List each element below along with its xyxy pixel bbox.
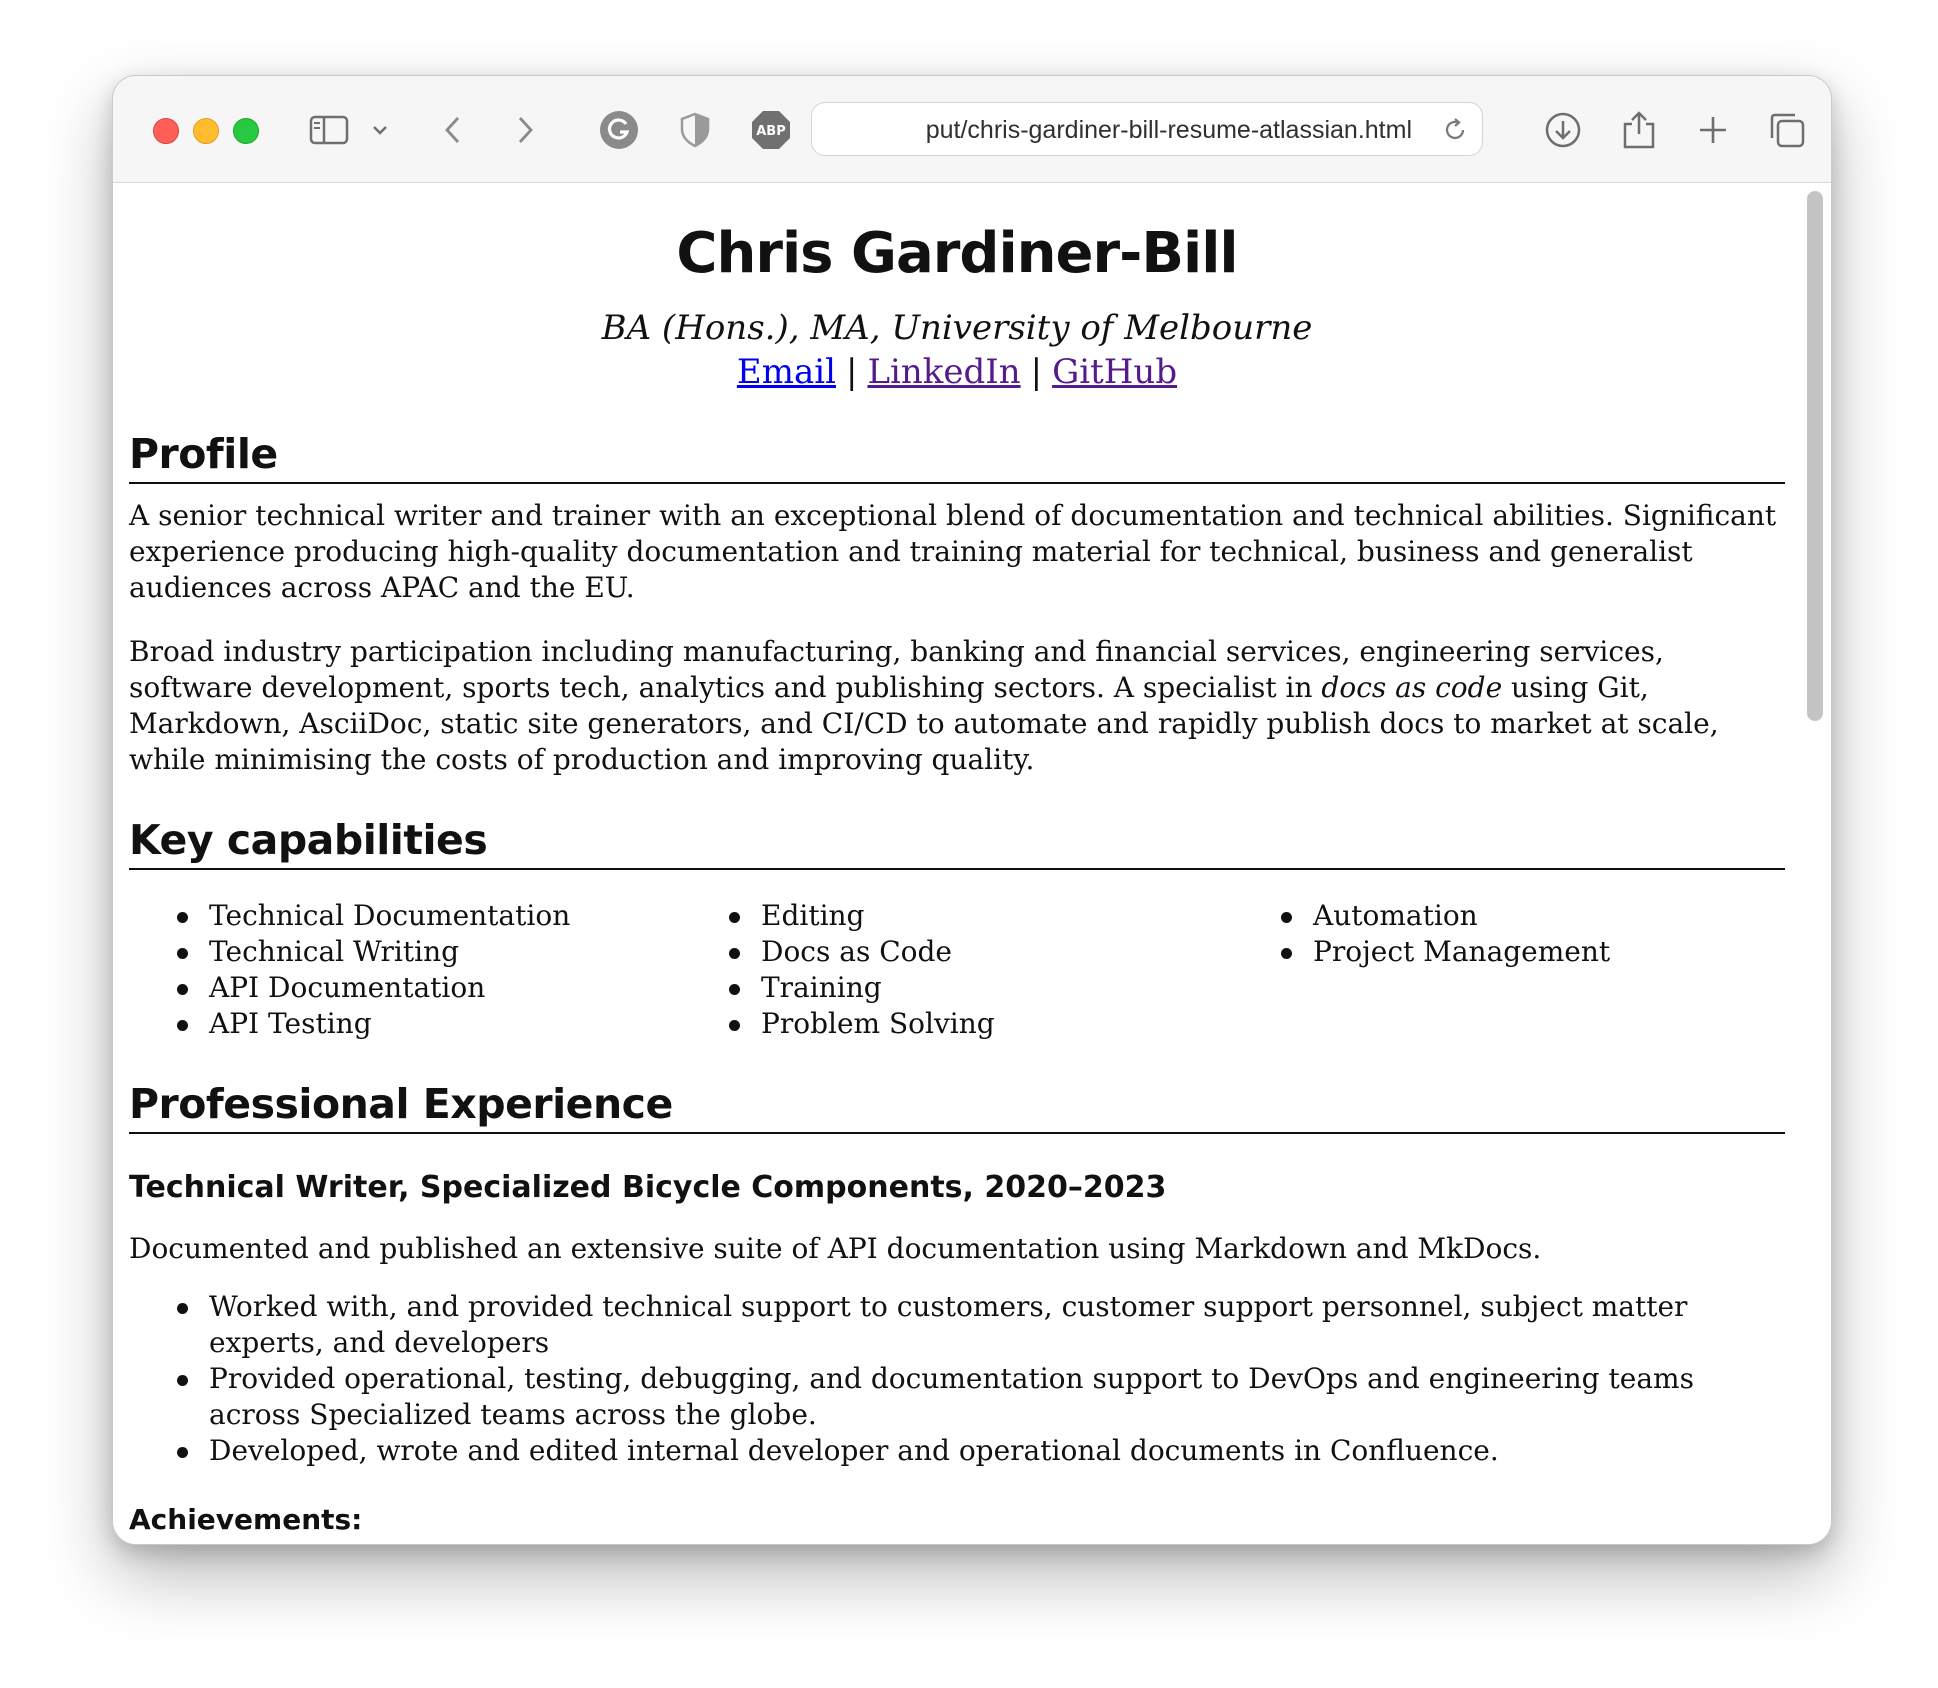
job-title: Technical Writer, Specialized Bicycle Co… (129, 1170, 1167, 1205)
profile-text: using Git, Markdown, AsciiDoc, static si… (129, 671, 1719, 776)
list-item: API Documentation (177, 970, 681, 1006)
link-separator: | (1030, 352, 1043, 392)
list-item: Developed, wrote and edited internal dev… (177, 1433, 1785, 1469)
list-item: Docs as Code (729, 934, 1233, 970)
list-item: Automation (1281, 898, 1785, 934)
job-summary: Documented and published an extensive su… (129, 1232, 1542, 1265)
github-link[interactable]: GitHub (1052, 352, 1178, 392)
grammarly-icon[interactable] (597, 110, 641, 150)
capabilities-column-3: Automation Project Management (1233, 898, 1785, 1042)
list-item: Problem Solving (729, 1006, 1233, 1042)
close-window-button[interactable] (153, 118, 179, 144)
list-item: Technical Writing (177, 934, 681, 970)
link-separator: | (845, 352, 858, 392)
docs-as-code-emphasis: docs as code (1321, 671, 1503, 704)
back-icon[interactable] (431, 110, 475, 150)
url-text: put/chris-gardiner-bill-resume-atlassian… (925, 116, 1412, 144)
email-link[interactable]: Email (736, 352, 836, 392)
profile-paragraph-1: A senior technical writer and trainer wi… (129, 499, 1777, 604)
list-item: Technical Documentation (177, 898, 681, 934)
address-bar[interactable]: put/chris-gardiner-bill-resume-atlassian… (811, 102, 1483, 156)
vertical-scrollbar[interactable] (1807, 191, 1823, 721)
profile-heading: Profile (129, 430, 1785, 484)
achievements-heading: Achievements: (129, 1503, 363, 1536)
experience-heading: Professional Experience (129, 1080, 1785, 1134)
share-icon[interactable] (1617, 110, 1661, 150)
sidebar-icon[interactable] (307, 110, 351, 150)
capabilities-column-1: Technical Documentation Technical Writin… (129, 898, 681, 1042)
page-viewport[interactable]: Chris Gardiner-Bill BA (Hons.), MA, Univ… (113, 183, 1831, 1544)
list-item: Worked with, and provided technical supp… (177, 1289, 1785, 1361)
profile-paragraph-2: Broad industry participation including m… (129, 634, 1785, 778)
download-icon[interactable] (1541, 110, 1585, 150)
new-tab-icon[interactable] (1691, 110, 1735, 150)
minimize-window-button[interactable] (193, 118, 219, 144)
list-item: Project Management (1281, 934, 1785, 970)
zoom-window-button[interactable] (233, 118, 259, 144)
contact-links: Email|LinkedIn|GitHub (129, 352, 1785, 392)
browser-toolbar: ABP put/chris-gardiner-bill-resume-atlas… (113, 76, 1831, 183)
forward-icon[interactable] (503, 110, 547, 150)
list-item: Provided operational, testing, debugging… (177, 1361, 1785, 1433)
capabilities-heading: Key capabilities (129, 816, 1785, 870)
capabilities-list: Technical Documentation Technical Writin… (129, 898, 1785, 1042)
linkedin-link[interactable]: LinkedIn (867, 352, 1021, 392)
capabilities-column-2: Editing Docs as Code Training Problem So… (681, 898, 1233, 1042)
resume-page: Chris Gardiner-Bill BA (Hons.), MA, Univ… (129, 183, 1785, 1536)
list-item: Editing (729, 898, 1233, 934)
list-item: API Testing (177, 1006, 681, 1042)
browser-window: ABP put/chris-gardiner-bill-resume-atlas… (112, 75, 1832, 1545)
chevron-down-icon[interactable] (365, 110, 395, 150)
svg-text:ABP: ABP (756, 124, 786, 139)
tabs-overview-icon[interactable] (1765, 110, 1809, 150)
shield-icon[interactable] (673, 110, 717, 150)
job-responsibilities: Worked with, and provided technical supp… (129, 1289, 1785, 1469)
resume-degree: BA (Hons.), MA, University of Melbourne (601, 308, 1313, 348)
reload-icon[interactable] (1438, 113, 1472, 147)
list-item: Training (729, 970, 1233, 1006)
resume-name: Chris Gardiner-Bill (676, 221, 1238, 286)
adblock-icon[interactable]: ABP (749, 110, 793, 150)
profile-text: Broad industry participation including m… (129, 635, 1664, 704)
